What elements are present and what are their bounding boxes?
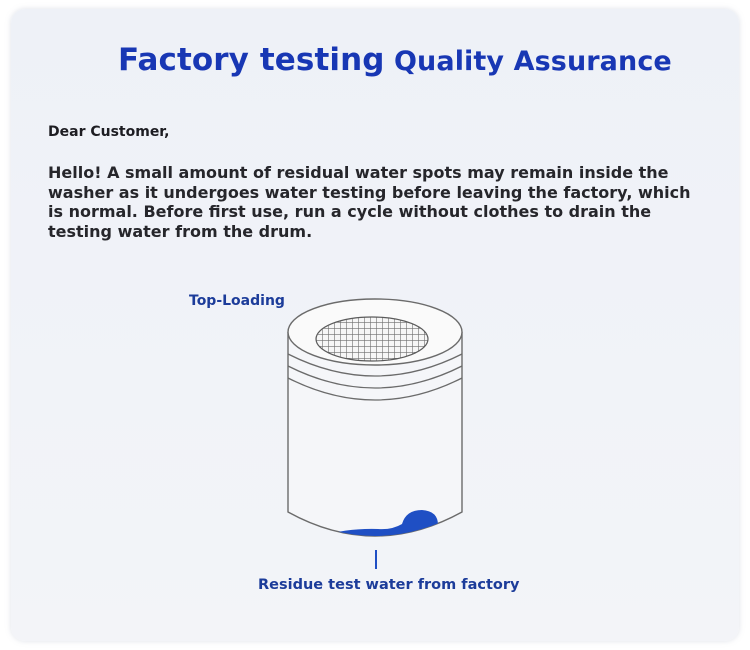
letter-body: Hello! A small amount of residual water … bbox=[48, 163, 691, 241]
title-quality-assurance: Quality Assurance bbox=[394, 46, 672, 77]
residue-water-label: Residue test water from factory bbox=[258, 577, 520, 593]
rim-band-3 bbox=[287, 377, 463, 401]
residual-water bbox=[316, 510, 438, 536]
rim-band-1 bbox=[287, 353, 463, 377]
washer-drum-illustration bbox=[287, 298, 463, 569]
top-loading-label: Top-Loading bbox=[189, 293, 285, 309]
drum-mesh-lid bbox=[315, 316, 429, 362]
greeting: Dear Customer, bbox=[48, 124, 170, 140]
title-factory-testing: Factory testing bbox=[118, 42, 385, 78]
rim-band-2 bbox=[287, 365, 463, 389]
